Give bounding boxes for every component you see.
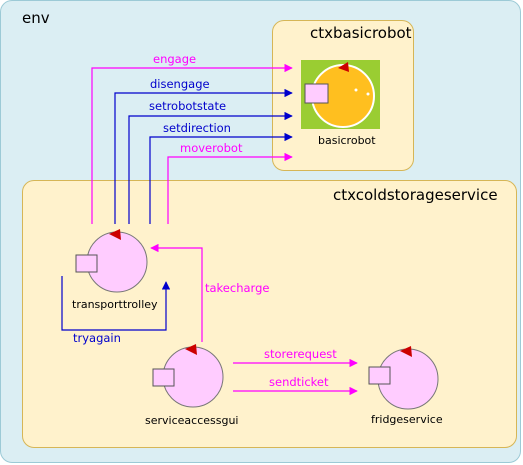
actor-marker <box>109 229 121 240</box>
edge-label-tryagain: tryagain <box>73 331 121 345</box>
edge-label-engage: engage <box>153 52 197 66</box>
actor-marker <box>185 344 197 355</box>
actor-fridgeservice-shape[interactable] <box>368 346 439 410</box>
edge-engage <box>91 63 293 224</box>
actor-basicrobot-label: basicrobot <box>318 134 376 147</box>
context-basicrobot <box>272 20 414 171</box>
actor-basicrobot-shape[interactable] <box>301 60 380 129</box>
edge-moverobot <box>167 152 293 224</box>
actor-serviceaccessgui-label: serviceaccessgui <box>145 414 239 427</box>
actor-serviceaccessgui-shape[interactable] <box>152 344 224 408</box>
edge-setdirection <box>149 132 293 224</box>
env-title: env <box>22 9 50 27</box>
actor-fridgeservice-label: fridgeservice <box>371 413 443 426</box>
actor-marker <box>400 346 412 357</box>
actor-port-box <box>368 366 391 385</box>
context-coldstorageservice <box>22 180 517 448</box>
edge-takecharge <box>150 243 203 342</box>
actor-port-box <box>152 368 175 387</box>
edge-tryagain <box>61 276 171 331</box>
edge-label-storerequest: storerequest <box>264 347 337 361</box>
edge-setrobotstate <box>128 111 293 224</box>
context-basicrobot-title: ctxbasicrobot <box>310 24 412 42</box>
edge-label-setrobotstate: setrobotstate <box>149 99 227 113</box>
context-coldstorageservice-title: ctxcoldstorageservice <box>333 186 498 204</box>
edge-disengage <box>114 88 293 224</box>
robot-port-box <box>304 83 329 104</box>
actor-port-box <box>75 254 98 273</box>
edge-label-takecharge: takecharge <box>205 281 270 295</box>
robot-eye-right <box>366 92 370 96</box>
actor-transporttrolley-shape[interactable] <box>75 229 148 293</box>
edge-label-disengage: disengage <box>150 77 210 91</box>
robot-eye-left <box>354 88 358 92</box>
edge-label-sendticket: sendticket <box>269 375 329 389</box>
robot-direction-marker <box>338 62 349 72</box>
edge-label-setdirection: setdirection <box>163 121 231 135</box>
edge-label-moverobot: moverobot <box>180 141 243 155</box>
actor-transporttrolley-label: transporttrolley <box>72 298 158 311</box>
